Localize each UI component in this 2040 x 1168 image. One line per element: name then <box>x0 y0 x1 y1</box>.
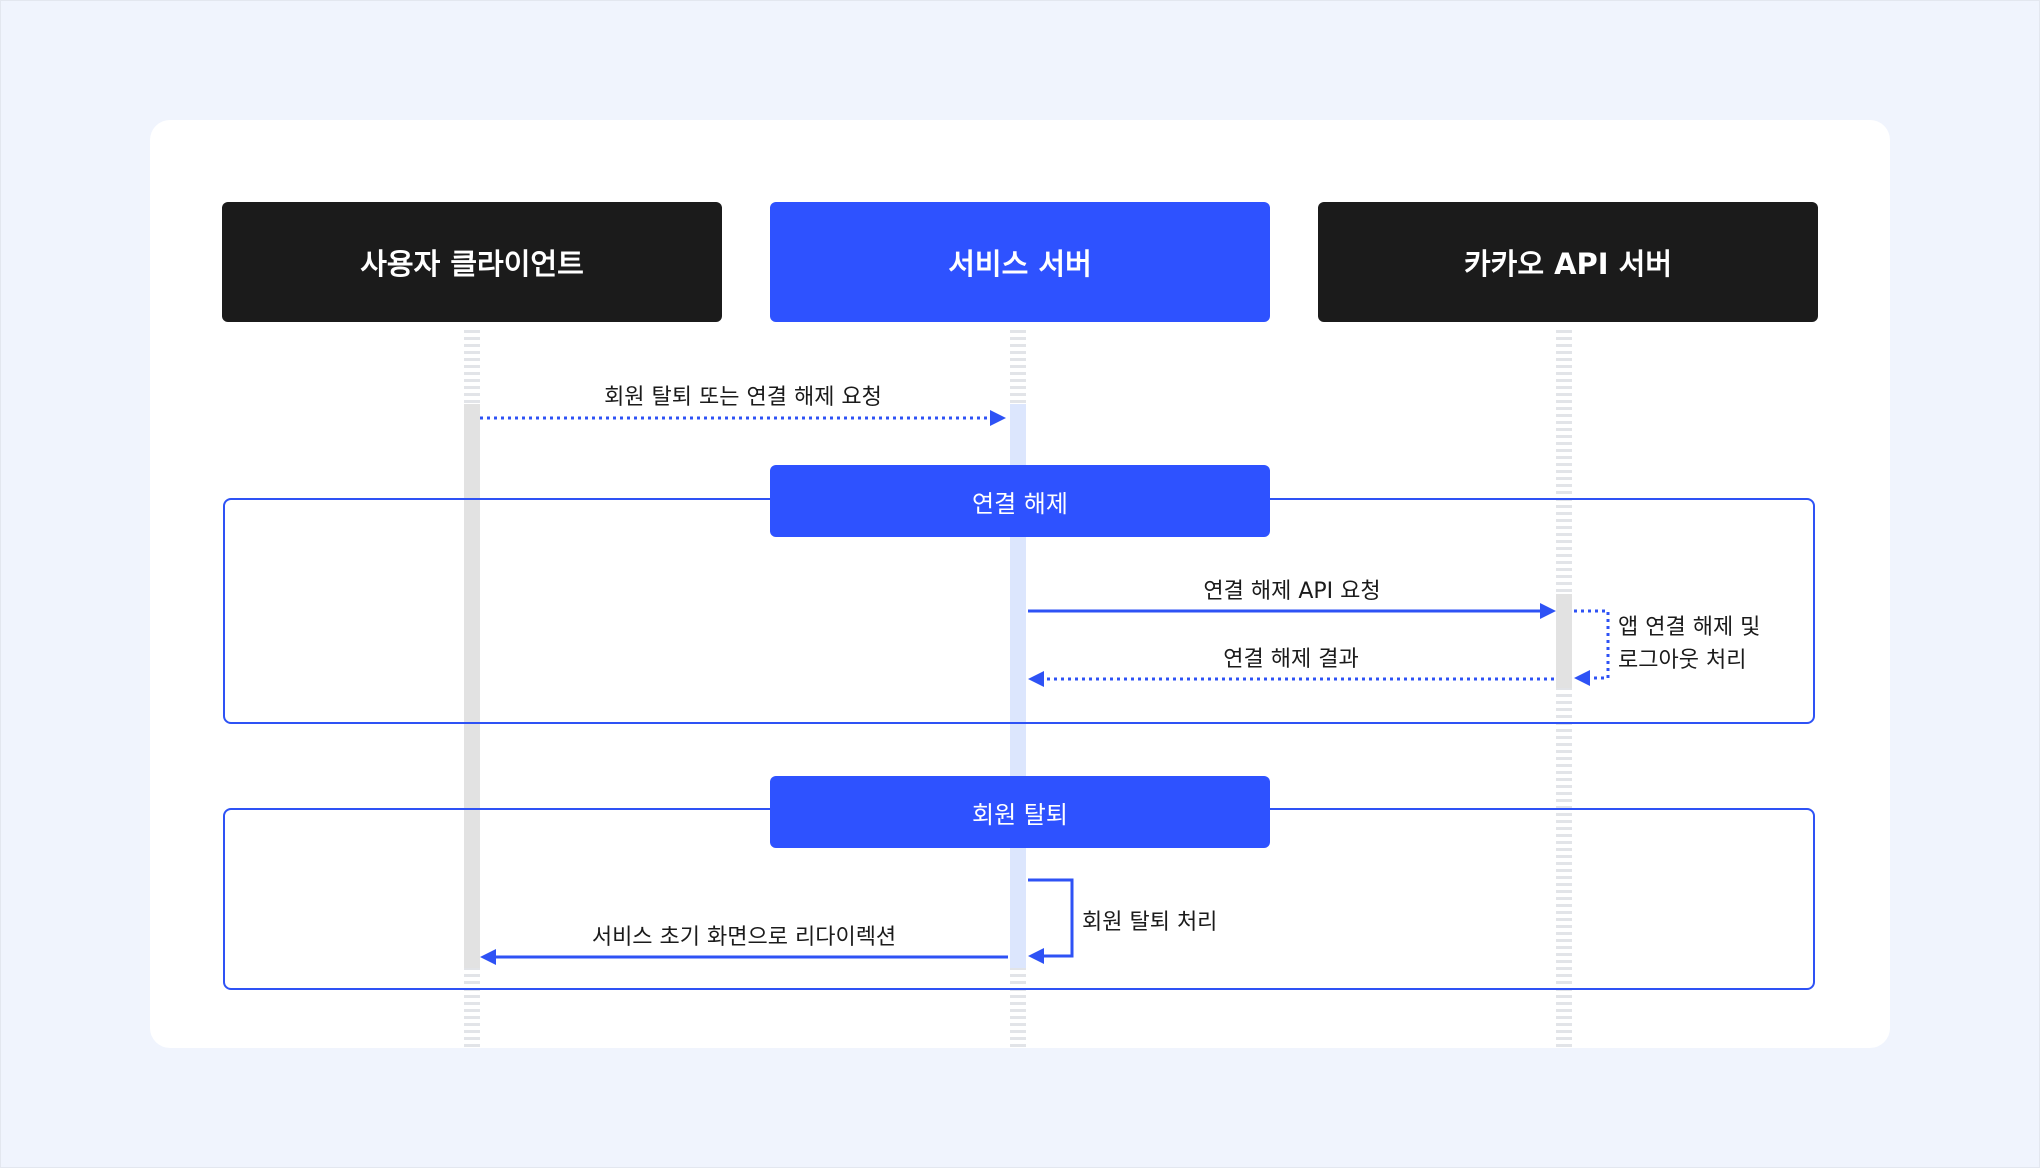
label-request: 회원 탈퇴 또는 연결 해제 요청 <box>604 385 882 410</box>
arrow-withdraw-self <box>1028 878 1074 958</box>
label-kakao-self: 앱 연결 해제 및 로그아웃 처리 <box>1618 611 1760 677</box>
participant-client: 사용자 클라이언트 <box>222 202 722 322</box>
activation-client <box>464 404 480 968</box>
lifeline-kakao <box>1556 330 1572 1048</box>
fragment-unlink-title: 연결 해제 <box>770 465 1270 537</box>
label-kakao-self-line2: 로그아웃 처리 <box>1618 648 1747 673</box>
activation-kakao <box>1556 594 1572 688</box>
arrow-kakao-self <box>1574 609 1610 680</box>
label-kakao-self-line1: 앱 연결 해제 및 <box>1618 615 1761 640</box>
participant-service: 서비스 서버 <box>770 202 1270 322</box>
label-withdraw-self: 회원 탈퇴 처리 <box>1082 910 1218 935</box>
arrowhead-withdraw-self <box>1028 948 1044 964</box>
arrowhead-unlink-result <box>1028 671 1044 687</box>
arrowhead-redirect <box>480 949 496 965</box>
arrowhead-kakao-self <box>1574 670 1590 686</box>
arrowhead-unlink-api <box>1540 603 1556 619</box>
arrowhead-request <box>990 410 1006 426</box>
label-unlink-api: 연결 해제 API 요청 <box>1203 579 1381 604</box>
label-redirect: 서비스 초기 화면으로 리다이렉션 <box>591 925 897 950</box>
label-unlink-result: 연결 해제 결과 <box>1223 647 1359 672</box>
fragment-withdraw-title: 회원 탈퇴 <box>770 776 1270 848</box>
participant-kakao: 카카오 API 서버 <box>1318 202 1818 322</box>
